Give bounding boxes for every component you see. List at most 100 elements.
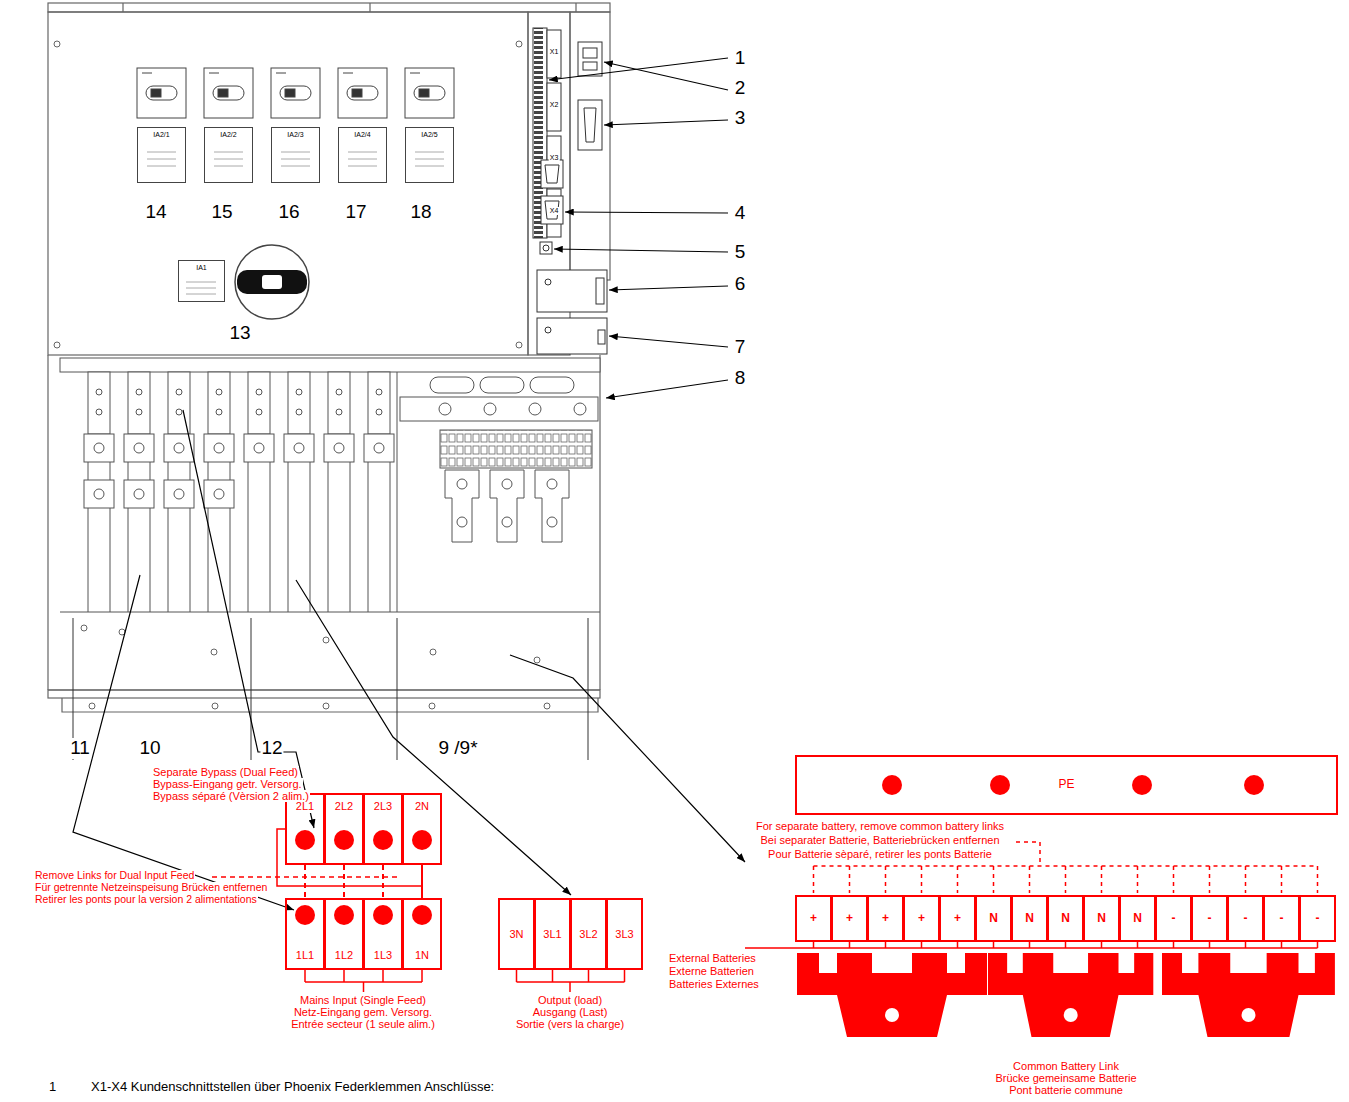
battery-terminal: N bbox=[1047, 895, 1084, 942]
leader-line bbox=[554, 249, 728, 252]
battery-terminal: - bbox=[1263, 895, 1300, 942]
terminal-dot bbox=[334, 905, 354, 925]
interface-panel bbox=[541, 196, 563, 224]
terminal-caption: Brücke gemeinsame Batterie bbox=[994, 1072, 1137, 1084]
breaker-handle bbox=[343, 73, 353, 74]
leader-line bbox=[510, 655, 745, 862]
busbar bbox=[204, 480, 234, 508]
breaker-handle bbox=[405, 68, 454, 118]
screw bbox=[54, 342, 60, 348]
terminal-dot bbox=[1244, 775, 1264, 795]
terminal-dot bbox=[334, 830, 354, 850]
terminal-box: 3L2 bbox=[570, 898, 607, 970]
terminal-box: 2L2 bbox=[324, 793, 364, 865]
breaker-handle bbox=[137, 68, 186, 118]
busbar bbox=[176, 389, 182, 395]
battery-terminal: + bbox=[795, 895, 832, 942]
busbar bbox=[84, 480, 114, 508]
breaker-handle bbox=[276, 73, 286, 74]
busbar bbox=[60, 358, 600, 372]
polarity-sign: - bbox=[1315, 912, 1321, 926]
callout-number: 15 bbox=[210, 202, 233, 223]
screw bbox=[323, 637, 329, 643]
busbar bbox=[214, 443, 224, 453]
leader-line bbox=[609, 336, 728, 347]
breaker-handle bbox=[213, 86, 244, 100]
terminal-name: 1L1 bbox=[295, 949, 315, 962]
callout-number: 2 bbox=[734, 78, 747, 99]
leader-line bbox=[549, 58, 728, 80]
screw bbox=[54, 41, 550, 709]
connector-name: X2 bbox=[549, 101, 560, 109]
terminal-note: Retirer les ponts pour la version 2 alim… bbox=[34, 894, 258, 906]
busbar bbox=[60, 358, 600, 612]
terminal-dot bbox=[412, 830, 432, 850]
terminal-note: Bei separater Batterie, Batteriebrücken … bbox=[759, 834, 1000, 846]
breaker-id: IA2/5 bbox=[420, 131, 438, 139]
busbar bbox=[284, 434, 314, 462]
breaker-label: IA2/4 bbox=[338, 127, 387, 183]
terminal-dot bbox=[373, 905, 393, 925]
battery-terminal: + bbox=[903, 895, 940, 942]
battery-terminal: N bbox=[1083, 895, 1120, 942]
busbar bbox=[529, 403, 541, 415]
battery-link bbox=[797, 953, 987, 1037]
terminal-note: Remove Links for Dual Input Feed bbox=[34, 870, 195, 882]
interface-panel bbox=[537, 270, 607, 312]
screw bbox=[516, 342, 522, 348]
screw bbox=[211, 649, 217, 655]
interface-panel bbox=[537, 318, 607, 354]
busbar bbox=[574, 403, 586, 415]
earth-bar: PE bbox=[795, 755, 1338, 815]
callout-number: 13 bbox=[228, 323, 251, 344]
screw bbox=[323, 703, 329, 709]
breaker-handle bbox=[146, 86, 177, 100]
screw bbox=[89, 703, 95, 709]
terminal-caption: Ausgang (Last) bbox=[532, 1006, 609, 1018]
interface-panel bbox=[596, 278, 604, 304]
busbar bbox=[364, 434, 394, 462]
callout-number: 17 bbox=[344, 202, 367, 223]
busbar bbox=[204, 434, 234, 462]
terminal-note: Bypass séparé (Vèrsion 2 alim.) bbox=[152, 790, 310, 802]
terminal-name: 2N bbox=[414, 800, 430, 813]
fine-print-mark bbox=[214, 152, 243, 166]
section-divider bbox=[73, 618, 588, 760]
breaker-handle bbox=[209, 73, 219, 74]
breaker-id: IA2/1 bbox=[152, 131, 170, 139]
footnote-number: 1 bbox=[48, 1080, 57, 1094]
busbar bbox=[136, 389, 142, 395]
connector-name: X4 bbox=[549, 207, 560, 215]
breaker-label: IA2/3 bbox=[271, 127, 320, 183]
connector-name: X1 bbox=[549, 48, 560, 56]
busbar bbox=[296, 389, 302, 395]
screw bbox=[430, 649, 436, 655]
screw bbox=[544, 703, 550, 709]
battery-link bbox=[885, 1008, 899, 1022]
screw bbox=[81, 625, 87, 631]
terminal-name: 2L2 bbox=[334, 800, 354, 813]
interface-panel bbox=[547, 30, 561, 78]
breaker-handle bbox=[419, 89, 429, 97]
breaker-id: IA2/4 bbox=[353, 131, 371, 139]
callout-number: 7 bbox=[734, 337, 747, 358]
terminal-dot bbox=[373, 830, 393, 850]
terminal-note: Für getrennte Netzeinspeisung Brücken en… bbox=[34, 882, 268, 894]
busbar bbox=[440, 430, 592, 468]
switch-label: IA1 bbox=[178, 260, 225, 302]
interface-panel bbox=[545, 201, 559, 219]
fine-print-mark bbox=[281, 152, 310, 166]
callout-number: 1 bbox=[734, 48, 747, 69]
busbar bbox=[294, 443, 304, 453]
terminal-note: For separate battery, remove common batt… bbox=[755, 820, 1005, 832]
cabinet-outline bbox=[62, 698, 598, 712]
cabinet-outline bbox=[48, 12, 528, 355]
terminal-note: Bypass-Eingang getr. Versorg. bbox=[152, 778, 303, 790]
polarity-sign: N bbox=[1024, 912, 1035, 926]
link-wire bbox=[343, 865, 345, 898]
wiring-line bbox=[745, 942, 1318, 948]
cabinet-outline bbox=[123, 3, 576, 12]
rotary-switch bbox=[235, 245, 309, 319]
